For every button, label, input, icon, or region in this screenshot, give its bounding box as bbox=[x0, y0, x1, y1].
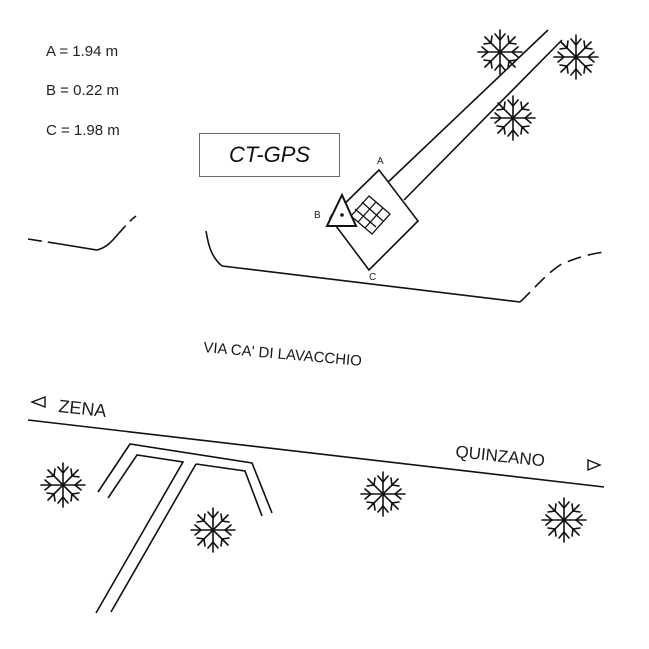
station-grid bbox=[350, 195, 391, 235]
measurement-a: A = 1.94 m bbox=[46, 43, 119, 60]
measurement-b: B = 0.22 m bbox=[46, 82, 119, 99]
triangle-left-icon bbox=[30, 395, 46, 409]
access-road bbox=[384, 29, 563, 201]
station-title: CT-GPS bbox=[199, 133, 340, 177]
street-west-label: ZENA bbox=[58, 396, 108, 421]
road-edge-upper bbox=[27, 215, 605, 303]
street-main-label: VIA CA' DI LAVACCHIO bbox=[203, 339, 363, 370]
street-east-label: QUINZANO bbox=[455, 442, 546, 470]
station-pad bbox=[328, 168, 420, 272]
corner-b-label: B bbox=[314, 210, 321, 221]
corner-c-label: C bbox=[369, 272, 376, 283]
measurement-c: C = 1.98 m bbox=[46, 122, 120, 139]
survey-marker-icon bbox=[325, 192, 358, 227]
lower-structure bbox=[95, 443, 273, 614]
triangle-right-icon bbox=[587, 458, 602, 472]
corner-a-label: A bbox=[377, 156, 384, 167]
road-edge-lower bbox=[27, 419, 605, 488]
